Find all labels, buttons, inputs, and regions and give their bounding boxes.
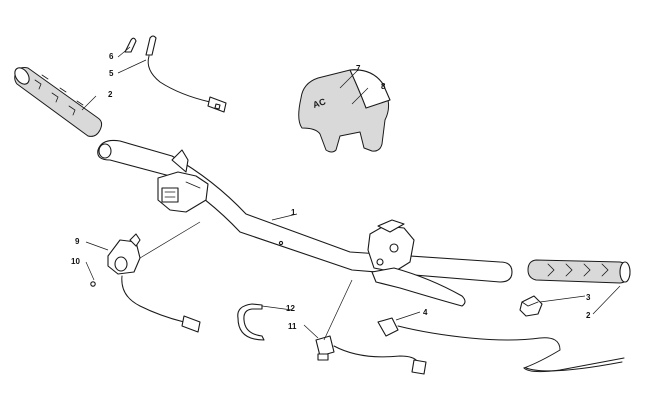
handlebar xyxy=(97,139,513,283)
heater-element-wire xyxy=(145,35,227,113)
brake-master-cylinder xyxy=(367,219,415,273)
guard-logo: AC xyxy=(311,96,327,110)
callout-11: 11 xyxy=(288,322,297,331)
callout-1: 1 xyxy=(291,208,296,217)
leader-lines xyxy=(81,46,621,341)
clamp-ring xyxy=(237,303,265,341)
callout-9: 9 xyxy=(75,237,80,246)
brake-lever xyxy=(371,267,466,307)
callout-2-left: 2 xyxy=(108,90,113,99)
switch-wire xyxy=(121,275,201,333)
callout-4: 4 xyxy=(423,308,428,317)
throttle-heater-wire xyxy=(377,317,625,373)
switch-housing xyxy=(107,233,141,275)
switch-screw xyxy=(90,281,96,287)
right-grip xyxy=(527,259,631,284)
callout-3: 3 xyxy=(586,293,591,302)
callout-2-right: 2 xyxy=(586,311,591,320)
brake-switch xyxy=(315,335,335,361)
callout-12: 12 xyxy=(286,304,295,313)
brake-switch-wire xyxy=(333,345,427,375)
hand-guard: AC xyxy=(298,69,391,153)
throttle-housing xyxy=(157,149,209,213)
bar-end-cap xyxy=(519,295,543,317)
callout-10: 10 xyxy=(71,257,80,266)
callout-5: 5 xyxy=(109,69,114,78)
left-grip xyxy=(14,67,103,137)
callout-8: 8 xyxy=(381,82,386,91)
callout-7: 7 xyxy=(356,64,361,73)
callout-6: 6 xyxy=(109,52,114,61)
